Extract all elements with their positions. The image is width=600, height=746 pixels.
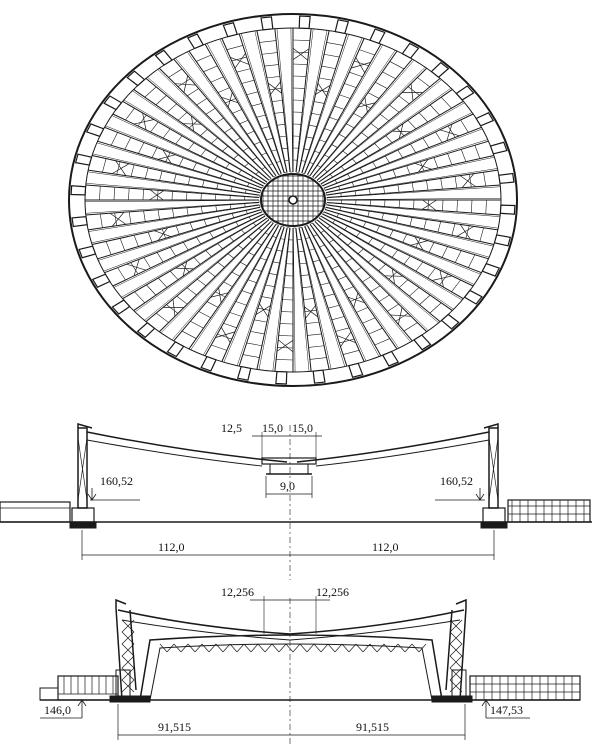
eave-left-upper [77, 423, 93, 429]
eave-left-lower [115, 598, 127, 608]
rib-segment [85, 115, 264, 191]
rib-segment [322, 112, 495, 191]
plan-outer-rim [68, 13, 518, 387]
rib-segment [293, 227, 330, 384]
elev-left-arrow-lower [77, 699, 87, 718]
footing-left-lower [109, 695, 151, 703]
column-right-brace2 [488, 437, 499, 501]
label-ring-width: 9,0 [280, 479, 295, 493]
elev-right-arrow-upper [475, 488, 485, 501]
rib-segment [304, 223, 400, 367]
label-gap-left-lower: 12,256 [221, 585, 254, 599]
frame-inner-arch-2 [149, 643, 433, 701]
rib-segment [292, 15, 328, 173]
label-gap-right-lower: 12,256 [316, 585, 349, 599]
plan-center-point [288, 195, 298, 205]
footing-right-pier [451, 669, 467, 697]
annex-left-lower-grid [58, 676, 118, 695]
rib-segment [160, 221, 277, 358]
rib-segment [324, 140, 508, 196]
rib-segment [221, 22, 288, 174]
annex-right-lower-grid [470, 676, 580, 700]
rib-segment [298, 226, 365, 378]
eave-right-upper [483, 423, 499, 429]
rib-segment [70, 171, 260, 201]
rib-segment [309, 221, 432, 351]
column-left-brace2 [77, 437, 88, 501]
rib-segment [256, 16, 293, 173]
footing-right-lower [431, 695, 473, 703]
rib-segment [258, 227, 294, 385]
label-elev-left-upper: 160,52 [100, 474, 133, 488]
frame-inner-arch [139, 634, 443, 701]
rib-segment [74, 142, 262, 196]
eave-right-lower [455, 598, 467, 608]
rib-segment [318, 213, 483, 310]
rib-segment [324, 204, 512, 258]
annex-left-upper [0, 501, 71, 523]
rib-segment [309, 42, 426, 179]
annex-right-lower [469, 675, 581, 701]
footing-left-pier [115, 669, 131, 697]
roof-cable-lower-bottom [121, 619, 461, 641]
label-elev-left-lower: 146,0 [44, 703, 71, 717]
rib-segment [134, 217, 272, 339]
label-gap-upper: 12,5 [221, 421, 242, 435]
label-elev-right-lower: 147,53 [490, 703, 523, 717]
annex-right-upper [507, 499, 591, 523]
roof-cable-upper-bottom-r [315, 439, 490, 467]
cross-section-upper [0, 423, 592, 580]
label-elev-right-upper: 160,52 [440, 474, 473, 488]
footing-right-upper [482, 507, 506, 523]
rib-segment [186, 33, 282, 177]
roof-cable-upper-top [86, 431, 288, 463]
plan-radial-ribs [70, 15, 516, 385]
rib-segment [126, 69, 272, 183]
rib-segment [154, 49, 277, 179]
label-half-left-upper: 15,0 [262, 421, 283, 435]
rib-segment [111, 213, 268, 315]
elev-left-arrow-upper [87, 488, 97, 501]
rib-segment [103, 90, 268, 187]
roof-cable-upper-top-r [296, 431, 490, 463]
rib-segment [318, 85, 475, 187]
rib-segment [326, 169, 515, 200]
central-ring-upper [261, 457, 317, 465]
elev-right-arrow-lower [481, 699, 491, 718]
rib-segment [322, 209, 501, 285]
annex-right-grid [508, 500, 590, 522]
label-span-right-lower: 91,515 [356, 720, 389, 734]
rib-segment [304, 28, 396, 176]
footing-left-base [69, 521, 97, 529]
rib-segment [298, 19, 363, 174]
cross-section-lower [39, 596, 581, 746]
rib-segment [190, 224, 282, 372]
label-half-right-upper: 15,0 [292, 421, 313, 435]
rib-segment [314, 61, 452, 183]
annex-left-lower-base [39, 687, 59, 701]
roof-plan-view [68, 13, 518, 387]
rib-segment [78, 204, 262, 260]
roof-cable-lower-top [117, 609, 465, 635]
footing-right-base [480, 521, 508, 529]
truss-webbing-lower [121, 619, 463, 693]
label-span-right-upper: 112,0 [372, 540, 399, 554]
rib-segment [91, 209, 264, 288]
label-span-left-lower: 91,515 [158, 720, 191, 734]
rib-segment [71, 200, 260, 231]
label-span-left-upper: 112,0 [158, 540, 185, 554]
annex-left-lower [57, 675, 119, 701]
rib-segment [326, 199, 516, 229]
roof-cable-upper-bottom [86, 439, 263, 467]
footing-left-upper [71, 507, 95, 523]
rib-segment [223, 226, 288, 381]
rib-segment [314, 217, 460, 331]
frame-right-outer [445, 607, 467, 701]
